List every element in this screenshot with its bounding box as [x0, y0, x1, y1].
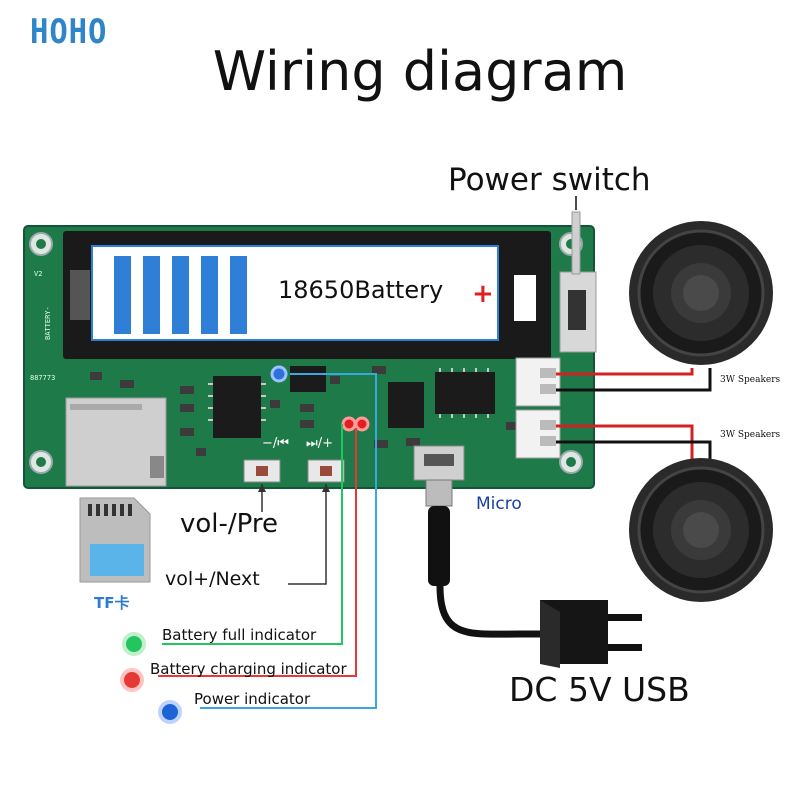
usb-power-adapter: [540, 600, 642, 668]
battery-label: 18650Battery: [278, 276, 444, 304]
blue-led-icon: [158, 700, 182, 724]
power-switch-label: Power switch: [448, 162, 651, 198]
button-next-label: ⏭/+: [306, 436, 333, 451]
pcb-led-red-1: [341, 416, 357, 432]
button-minus-label: −/⏮: [262, 436, 289, 451]
battery-level-bars: [114, 256, 247, 334]
speaker-bottom-label: 3W Speakers: [720, 430, 781, 440]
tf-card-slot: [65, 397, 167, 487]
speaker-bottom: [629, 458, 773, 602]
mounting-holes: [29, 232, 583, 474]
page-title: Wiring diagram: [212, 40, 628, 103]
ic-chips: [213, 366, 495, 438]
charging-indicator-line: [158, 428, 357, 677]
vol-next-label: vol+/Next: [165, 568, 260, 590]
brand-logo: HOHO: [30, 12, 108, 52]
speaker-top: [629, 221, 773, 365]
green-led-icon: [122, 632, 146, 656]
silk-part-number: 887773: [30, 374, 56, 382]
speaker-wires: [556, 368, 712, 462]
power-switch-component: [559, 196, 597, 353]
tf-card-label: TF卡: [94, 594, 130, 612]
battery-charging-indicator-label: Battery charging indicator: [150, 660, 347, 678]
silk-battery-minus: BATTERY-: [44, 306, 52, 340]
tf-card-icon: [79, 497, 151, 583]
dc-usb-label: DC 5V USB: [509, 670, 690, 709]
power-indicator-label: Power indicator: [194, 690, 311, 708]
battery-full-indicator-label: Battery full indicator: [162, 626, 317, 644]
power-indicator-line: [200, 373, 377, 709]
silk-version: V2: [34, 270, 43, 278]
full-indicator-line: [162, 424, 343, 645]
red-led-icon: [120, 668, 144, 692]
pcb-led-blue: [270, 365, 288, 383]
speaker-terminals: [515, 357, 561, 459]
micro-label: Micro: [476, 494, 522, 514]
usb-cable: [425, 479, 540, 638]
pcb-led-red-2: [354, 416, 370, 432]
battery-plus-label: +: [472, 279, 494, 309]
speaker-top-label: 3W Speakers: [720, 375, 781, 385]
vol-pre-label: vol-/Pre: [180, 509, 278, 539]
pcb-buttons: [243, 459, 345, 483]
